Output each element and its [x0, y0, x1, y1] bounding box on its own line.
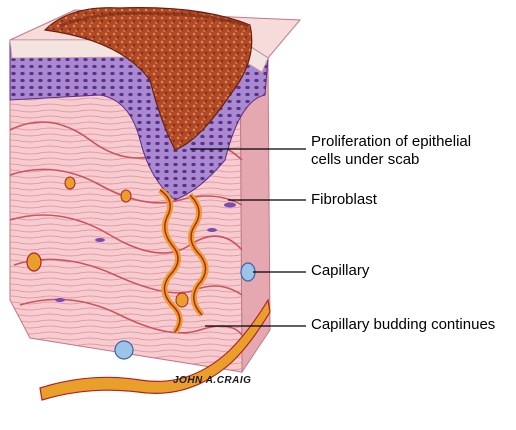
label-fibroblast: Fibroblast	[311, 191, 377, 208]
label-capillary: Capillary	[311, 262, 370, 279]
granulation-tissue	[158, 187, 209, 334]
capillary-cross-sections	[26, 176, 256, 360]
label-capillary-budding: Capillary budding continues	[311, 316, 496, 333]
leader-lines	[190, 148, 306, 327]
scab	[43, 7, 253, 151]
fibroblasts	[55, 202, 236, 302]
lower-vessel	[39, 298, 271, 401]
label-epithelial-proliferation-line1: Proliferation of epithelial	[311, 133, 472, 150]
label-epithelial-proliferation-line2: cells under scab	[311, 151, 420, 168]
artist-signature: JOHN A.CRAIG	[173, 375, 252, 386]
